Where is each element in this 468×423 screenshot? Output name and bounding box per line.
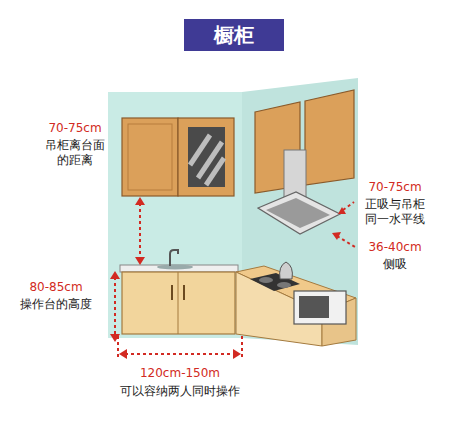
handle bbox=[183, 285, 185, 300]
dimension-value: 120cm-150m bbox=[110, 366, 250, 381]
dimension-value: 70-75cm bbox=[38, 121, 112, 136]
glass-stripes bbox=[190, 135, 224, 185]
dimension-lines bbox=[115, 202, 355, 360]
sink bbox=[157, 265, 193, 270]
upper-cabinet-door bbox=[178, 118, 234, 196]
back-wall bbox=[108, 92, 242, 338]
range-hood bbox=[258, 192, 340, 234]
dimension-note: 侧吸 bbox=[358, 257, 432, 272]
title-banner: 橱柜 bbox=[184, 19, 284, 51]
dimension-value: 36-40cm bbox=[358, 240, 432, 255]
title: 橱柜 bbox=[214, 22, 254, 49]
dimension-arrows bbox=[110, 197, 346, 359]
upper-cabinet-door bbox=[122, 118, 178, 196]
side-cabinet bbox=[305, 90, 354, 185]
dimension-note: 吊柜离台面 的距离 bbox=[38, 138, 112, 168]
faucet bbox=[170, 250, 178, 266]
hood-filter bbox=[266, 198, 330, 228]
dimension-note: 操作台的高度 bbox=[6, 297, 106, 312]
microwave bbox=[294, 291, 346, 324]
burner bbox=[259, 277, 273, 283]
base-cabinet bbox=[122, 272, 235, 334]
dimension-value: 70-75cm bbox=[358, 180, 432, 195]
kettle bbox=[280, 262, 293, 279]
countertop bbox=[120, 265, 238, 272]
burner bbox=[277, 282, 291, 288]
door-split bbox=[178, 272, 179, 334]
microwave-window bbox=[299, 296, 329, 318]
glass-panel bbox=[188, 127, 225, 187]
dimension-note: 正吸与吊柜 同一水平线 bbox=[358, 197, 432, 227]
door-panel bbox=[128, 124, 172, 190]
dimension-value: 80-85cm bbox=[6, 280, 106, 295]
dimension-note: 可以容纳两人同时操作 bbox=[100, 384, 260, 399]
handle bbox=[171, 285, 173, 300]
